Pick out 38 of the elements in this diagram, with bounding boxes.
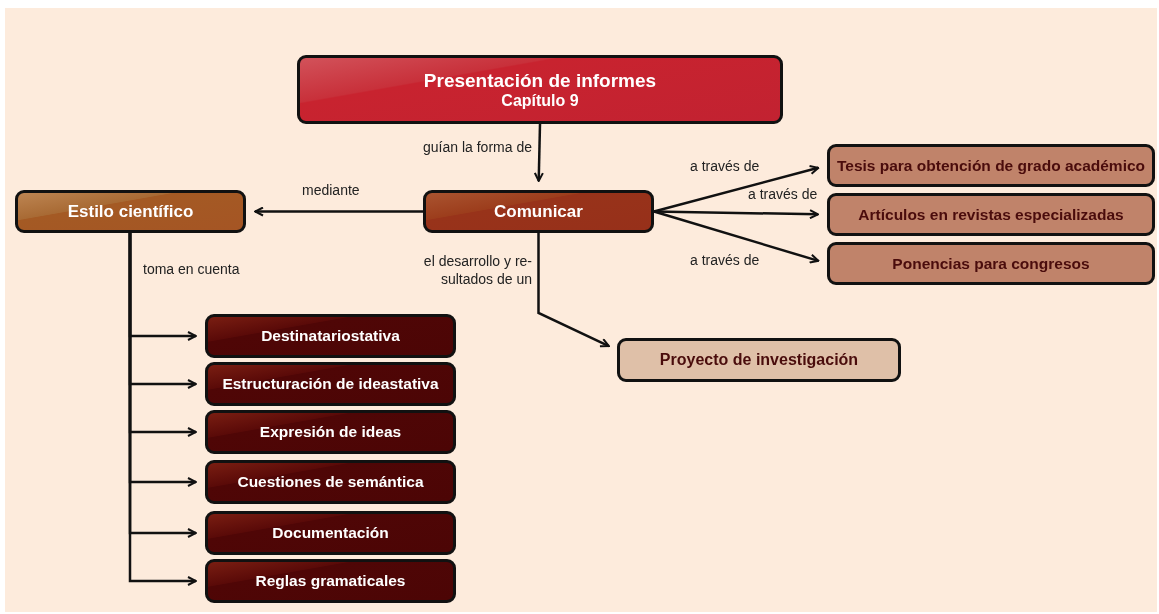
edge-label: toma en cuenta [143,260,240,278]
node-title: Cuestiones de semántica [237,473,424,491]
node-title: Estilo científico [67,201,194,222]
node-title: Comunicar [494,201,583,222]
concept-box [827,193,1155,236]
edge-label: el desarrollo y re- sultados de un [422,252,532,288]
concept-box [827,144,1155,187]
node-title: Artículos en revistas especializadas [858,205,1124,224]
arrow [254,206,423,217]
concept-box [15,190,246,233]
concept-box [827,242,1155,285]
edge-label: guían la forma de [423,138,532,156]
arrow [653,210,820,264]
node-title: Proyecto de investigación [659,351,859,369]
arrow [533,123,544,182]
node-title: Reglas gramaticales [255,572,406,590]
concept-box [205,559,456,603]
edge-label: a través de [748,185,818,203]
node-title: Expresión de ideas [259,423,402,441]
node-title: Estructuración de ideastativa [222,375,439,393]
edge-label: a través de [690,251,760,269]
concept-box [205,314,456,358]
edge-label: mediante [302,181,360,199]
node-title: Presentación de informes [423,69,657,92]
concept-box [297,55,783,124]
node-title: Documentación [272,524,389,542]
node-subtitle: Capítulo 9 [501,91,579,110]
node-title: Ponencias para congresos [892,254,1090,273]
node-title: Tesis para obtención de grado académico [836,156,1146,175]
concept-box [617,338,901,382]
concept-box [205,460,456,504]
concept-box [205,511,456,555]
edge-label: a través de [690,157,760,175]
node-title: Destinatariostativa [261,327,400,345]
concept-box [205,410,456,454]
concept-box [205,362,456,406]
arrow [537,233,610,348]
concept-box [423,190,654,233]
